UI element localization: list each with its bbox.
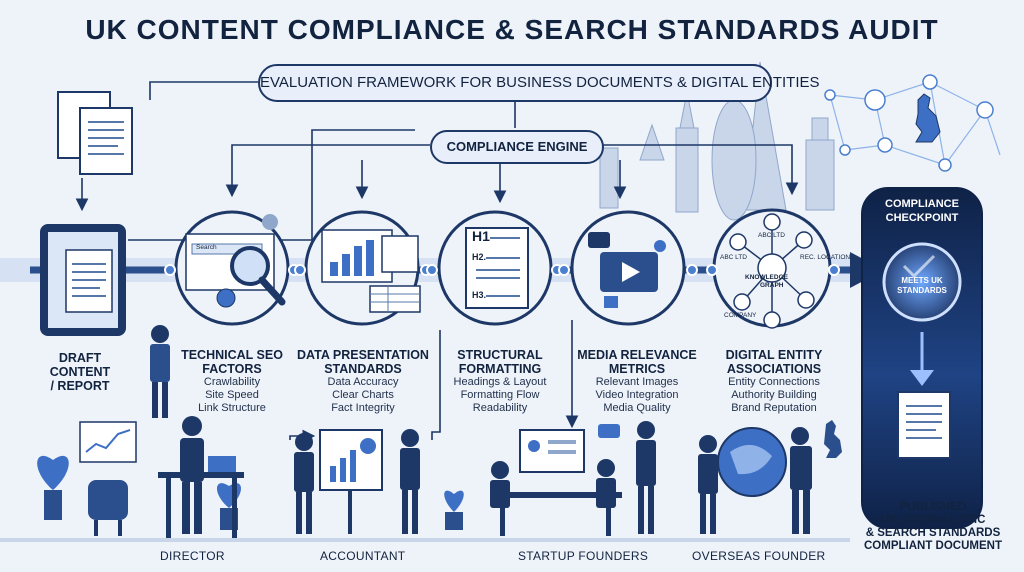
stage-technical-seo: TECHNICAL SEO FACTORS Crawlability Site … [176,348,288,415]
stage-item: Formatting Flow [460,389,540,401]
person-label-overseas-founder: OVERSEAS FOUNDER [692,549,826,563]
stage-item: Video Integration [595,389,679,401]
stage-item: Fact Integrity [331,402,395,414]
stage-item: Media Quality [603,402,671,414]
published-line: & SEARCH STANDARDS [865,527,1001,539]
published-document-icon [897,391,951,459]
network-graphic [829,81,1001,166]
stage-title-line: TECHNICAL SEO [181,348,283,362]
stage-draft: DRAFT CONTENT / REPORT [30,351,130,393]
published-line: PUBLISHED [899,501,967,513]
stage-item: Brand Reputation [731,402,817,414]
stage-item: Relevant Images [595,376,679,388]
stage-item: Clear Charts [332,389,394,401]
bar-chart-icon [321,229,421,313]
badge-line: STANDARDS [897,286,947,295]
person-label-accountant: ACCOUNTANT [320,549,406,563]
knowledge-graph-node-label: ABC LTD [758,232,785,239]
knowledge-graph-center-label-2: GRAPH [760,282,784,289]
standards-badge: MEETS UK STANDARDS [886,276,958,296]
stage-title-line: METRICS [608,362,666,376]
compliance-engine-label: COMPLIANCE ENGINE [430,130,604,164]
knowledge-graph-node-label: COMPANY [724,312,757,319]
badge-icon [882,242,962,322]
stage-item: Entity Connections [728,376,820,388]
checkpoint-title-line: COMPLIANCE [885,198,959,210]
h3-label: H3. [472,290,487,300]
knowledge-graph-icon [729,213,815,329]
stage-title-line: STANDARDS [324,362,402,376]
stage-digital-entity: DIGITAL ENTITY ASSOCIATIONS Entity Conne… [712,348,836,415]
document-headings-icon [465,227,529,309]
stage-item: Authority Building [731,389,817,401]
framework-label: EVALUATION FRAMEWORK FOR BUSINESS DOCUME… [258,64,820,102]
office-scene [37,325,842,538]
stage-title-line: STRUCTURAL [457,348,543,362]
stage-title-line: DRAFT [58,351,102,365]
published-document-label: PUBLISHED UK JOURNALISTIC & SEARCH STAND… [846,501,1020,553]
stage-item: Crawlability [203,376,261,388]
stage-item: Link Structure [198,402,266,414]
magnifier-icon [185,214,286,308]
knowledge-graph-center-label-1: KNOWLEDGE [745,274,788,281]
stage-title-line: CONTENT [49,365,111,379]
uk-map-icon [915,93,941,143]
knowledge-graph-node-label: ABC LTD [720,254,747,261]
stage-title-line: / REPORT [50,379,110,393]
checkpoint-title: COMPLIANCE CHECKPOINT [866,197,978,225]
h2-label: H2. [472,252,487,262]
document-stack-icon [57,91,133,175]
badge-line: MEETS UK [901,276,943,285]
stage-media-relevance: MEDIA RELEVANCE METRICS Relevant Images … [572,348,702,415]
person-label-director: DIRECTOR [160,549,225,563]
stage-title-line: FACTORS [202,362,262,376]
stage-item: Readability [472,402,528,414]
person-label-startup-founders: STARTUP FOUNDERS [518,549,649,563]
published-line: UK JOURNALISTIC [880,514,986,526]
stage-item: Headings & Layout [453,376,547,388]
seo-search-label: Search [196,244,217,251]
stage-title-line: MEDIA RELEVANCE [577,348,697,362]
stage-title-line: DIGITAL ENTITY [725,348,823,362]
checkpoint-title-line: CHECKPOINT [885,212,959,224]
page-title: UK CONTENT COMPLIANCE & SEARCH STANDARDS… [85,14,939,45]
stage-item: Data Accuracy [327,376,399,388]
stage-data-presentation: DATA PRESENTATION STANDARDS Data Accurac… [296,348,430,415]
stage-title-line: ASSOCIATIONS [726,362,822,376]
tablet-icon [40,224,126,336]
knowledge-graph-node-label: REC. LOCATION [800,254,851,261]
stage-item: Site Speed [205,389,259,401]
published-line: COMPLIANT DOCUMENT [864,540,1002,552]
stage-title-line: FORMATTING [458,362,542,376]
stage-structural-formatting: STRUCTURAL FORMATTING Headings & Layout … [440,348,560,415]
stage-title-line: DATA PRESENTATION [297,348,429,362]
h1-label: H1 [472,228,490,244]
video-player-icon [588,232,666,308]
